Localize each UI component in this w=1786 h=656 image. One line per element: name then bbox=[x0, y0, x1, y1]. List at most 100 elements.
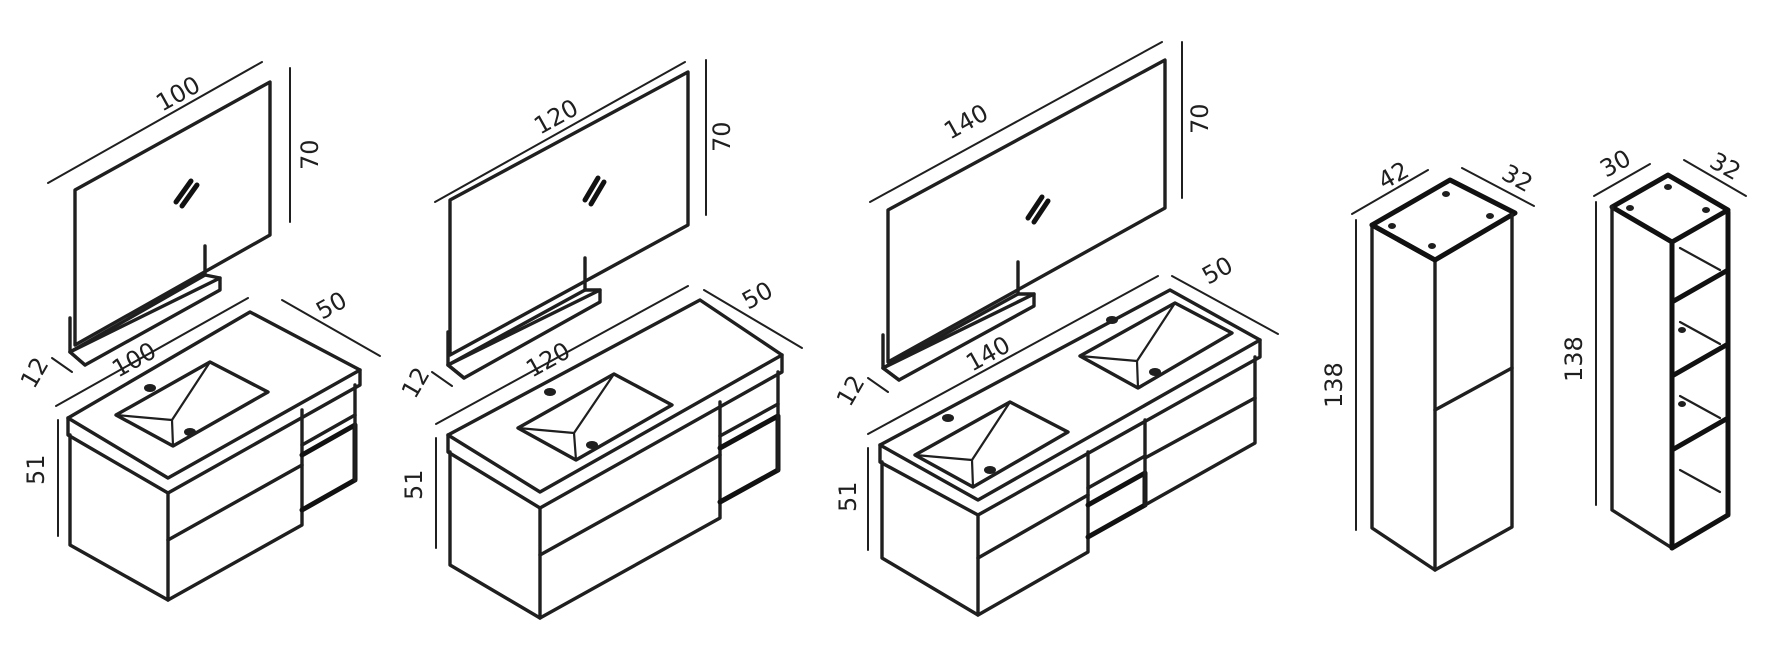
dim-line-shelf-tower-width bbox=[1593, 163, 1651, 197]
mirror-100-shelf bbox=[68, 244, 222, 367]
shelf-tower-hole-4 bbox=[1678, 327, 1686, 333]
mirror-100-shelf-edge-b bbox=[68, 350, 87, 367]
label-shelf-tower-height: 138 bbox=[1560, 336, 1588, 382]
dim-line-vanity-120-depth bbox=[703, 289, 803, 349]
shelf-tower-hole-5 bbox=[1678, 401, 1686, 407]
shelf-tower-hole-2 bbox=[1664, 184, 1672, 190]
tall-cabinet-front bbox=[1433, 213, 1514, 572]
dim-line-shelf-140-depth bbox=[867, 377, 889, 393]
dim-line-vanity-100-width bbox=[55, 297, 249, 407]
label-mirror-140-height: 70 bbox=[1186, 103, 1214, 134]
tall-cabinet-door-split bbox=[1433, 366, 1514, 412]
vanity-140-drain-left bbox=[984, 466, 996, 474]
vanity-120-basin bbox=[516, 372, 674, 462]
dim-line-shelf-100-depth bbox=[51, 357, 73, 373]
vanity-140-front-right bbox=[1143, 355, 1257, 507]
open-shelf-tower: 30 32 138 bbox=[1560, 144, 1747, 551]
label-cabinet-height: 138 bbox=[1320, 362, 1348, 408]
shelf-tower-board-3-inner bbox=[1678, 394, 1722, 420]
tall-cabinet-hole-4 bbox=[1428, 243, 1436, 249]
vanity-120-basin-inner-b bbox=[572, 372, 616, 435]
dim-line-vanity-140-width bbox=[867, 275, 1159, 435]
label-vanity-100-height: 51 bbox=[22, 454, 50, 485]
shelf-tower-back bbox=[1669, 209, 1731, 551]
vanity-140-drawer-left bbox=[976, 493, 1090, 560]
vanity-140-drawer-right bbox=[1143, 396, 1257, 460]
vanity-100-basin-inner-b bbox=[170, 360, 212, 422]
mirror-120-switch bbox=[582, 175, 601, 203]
tall-cabinet-top-edge bbox=[1369, 222, 1438, 263]
mirror-140-switch bbox=[1025, 194, 1045, 221]
mirror-140-shelf bbox=[881, 260, 1036, 382]
shelf-tower-hole-3 bbox=[1702, 207, 1710, 213]
mirror-120-shelf-edge-b bbox=[446, 363, 466, 380]
mirror-140-panel bbox=[886, 58, 1167, 364]
vanity-100-drain bbox=[184, 428, 196, 436]
label-mirror-120-height: 70 bbox=[708, 121, 736, 152]
vanity-140-front-left bbox=[976, 450, 1090, 617]
shelf-tower-board-1 bbox=[1669, 267, 1731, 305]
shelf-tower-board-4-inner bbox=[1678, 468, 1722, 494]
label-vanity-140-height: 51 bbox=[834, 481, 862, 512]
vanity-140-basin-left bbox=[913, 400, 1070, 489]
vanity-100: 100 50 51 bbox=[22, 286, 381, 602]
mirror-140-shelf-edge-b bbox=[881, 366, 901, 382]
tall-cabinet-hole-2 bbox=[1442, 191, 1450, 197]
vanity-120-drawer-line bbox=[538, 453, 722, 557]
vanity-140-basin-right bbox=[1078, 301, 1234, 390]
label-mirror-100-height: 70 bbox=[296, 139, 324, 170]
shelf-tower-board-2 bbox=[1669, 341, 1731, 379]
mirror-140-shelf-back bbox=[881, 260, 1020, 370]
mirror-120-shelf bbox=[446, 256, 602, 380]
shelf-tower-board-2-inner bbox=[1678, 320, 1722, 346]
vanity-120-shelf-top bbox=[718, 402, 780, 438]
mirror-100-panel bbox=[73, 80, 272, 347]
vanity-120-side bbox=[448, 450, 542, 620]
mirror-120-switch-b bbox=[588, 179, 607, 207]
dim-line-mirror-140-width bbox=[869, 41, 1163, 203]
mirror-140-switch-b bbox=[1031, 198, 1051, 225]
tall-cabinet: 42 32 138 bbox=[1320, 156, 1537, 572]
dim-line-shelf-120-depth bbox=[431, 371, 453, 387]
mirror-100-shelf-edge bbox=[203, 273, 222, 280]
vanity-140-drain-right bbox=[1149, 368, 1161, 376]
mirror-100-switch-b bbox=[179, 182, 200, 209]
vanity-120-tap-hole bbox=[544, 388, 556, 396]
vanity-100-side bbox=[68, 433, 170, 602]
dim-line-vanity-100-depth bbox=[281, 299, 381, 357]
dim-line-cabinet-width bbox=[1351, 169, 1429, 215]
vanity-140-basin-right-inner-b bbox=[1135, 301, 1177, 363]
vanity-100-front bbox=[166, 408, 304, 602]
vanity-120-drain bbox=[586, 441, 598, 449]
shelf-tower-board-3 bbox=[1669, 415, 1731, 453]
vanity-100-drawer-line bbox=[166, 463, 304, 542]
dim-line-mirror-120-width bbox=[434, 61, 686, 203]
vanity-100-shelf-top bbox=[300, 413, 357, 447]
mirror-120-shelf-back bbox=[446, 256, 587, 367]
shelf-tower-hole-1 bbox=[1626, 205, 1634, 211]
dim-line-vanity-120-width bbox=[435, 285, 689, 425]
vanity-140-tap-hole-right bbox=[1106, 316, 1118, 324]
vanity-140-basin-left-inner-b bbox=[970, 400, 1012, 462]
vanity-140-shelf-top bbox=[1086, 454, 1147, 490]
tall-cabinet-hole-1 bbox=[1388, 223, 1396, 229]
label-vanity-120-height: 51 bbox=[400, 469, 428, 500]
tall-cabinet-hole-3 bbox=[1486, 213, 1494, 219]
mirror-120-panel bbox=[448, 70, 690, 357]
shelf-tower-board-1-inner bbox=[1678, 246, 1722, 272]
mirror-100-switch bbox=[173, 178, 194, 205]
dim-line-mirror-100-width bbox=[47, 61, 263, 184]
vanity-140-tap-hole-left bbox=[942, 414, 954, 422]
vanity-120-front bbox=[538, 400, 722, 620]
vanity-140-side bbox=[880, 460, 980, 617]
dim-line-vanity-140-depth bbox=[1171, 275, 1279, 335]
dim-line-cabinet-depth bbox=[1461, 167, 1535, 207]
tall-cabinet-side bbox=[1370, 223, 1437, 572]
dim-line-shelf-tower-depth bbox=[1683, 159, 1747, 197]
vanity-100-tap-hole bbox=[144, 384, 156, 392]
mirror-100-shelf-back bbox=[68, 244, 207, 354]
vanity-100-basin bbox=[114, 360, 270, 448]
